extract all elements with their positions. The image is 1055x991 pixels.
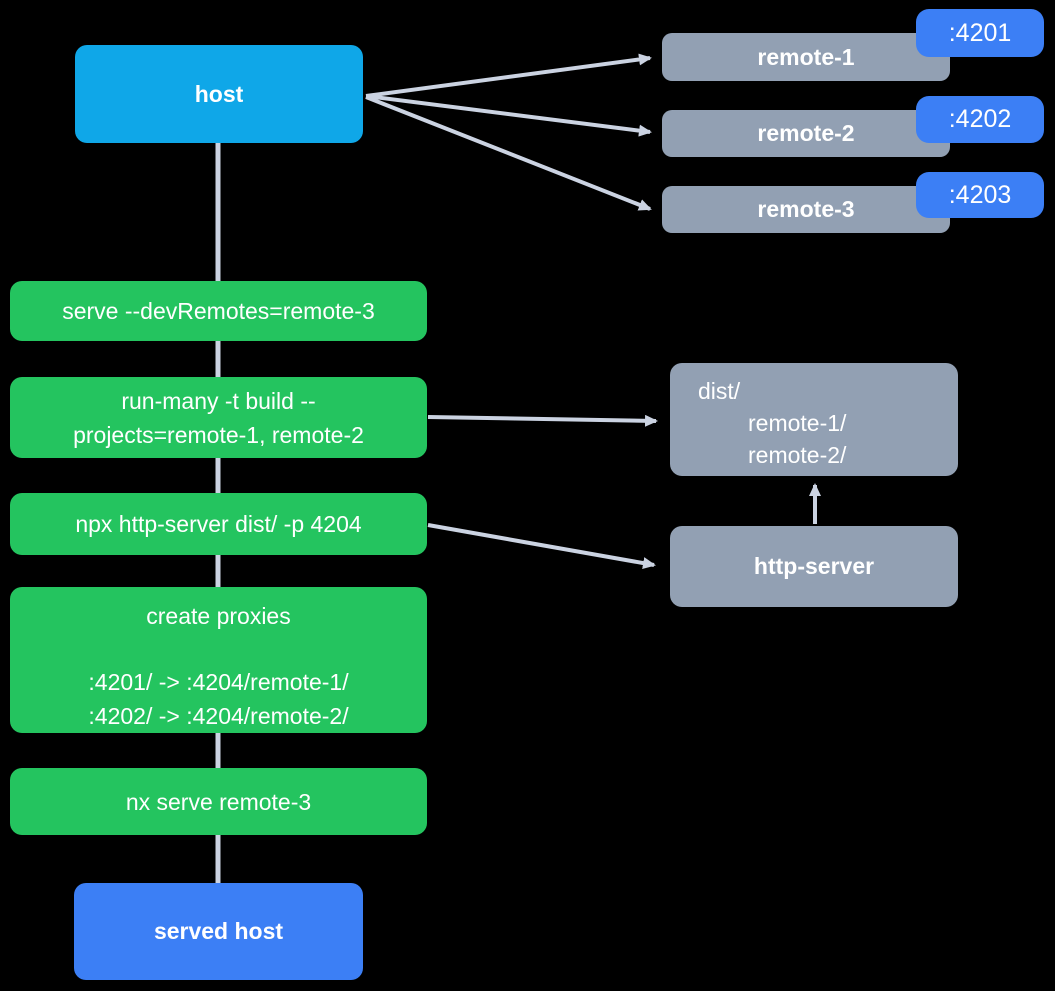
arrow-build-to-dist: [427, 414, 658, 427]
step-http-label: npx http-server dist/ -p 4204: [75, 511, 362, 537]
remote-3-label: remote-3: [757, 196, 855, 222]
arrow-host-to-remote-3: [365, 95, 652, 211]
port-badge-4203: :4203: [916, 172, 1044, 218]
step-create-proxies: create proxies :4201/ -> :4204/remote-1/…: [10, 587, 427, 733]
dist-remote-1-label: remote-1/: [748, 410, 847, 436]
step-npx-http-server: npx http-server dist/ -p 4204: [10, 493, 427, 555]
host-node: host: [75, 45, 363, 143]
arrow-npx-to-http-server: [427, 523, 656, 569]
step-serve-dev-remotes: serve --devRemotes=remote-3: [10, 281, 427, 341]
step-nx-serve-remote-3: nx serve remote-3: [10, 768, 427, 835]
host-label: host: [194, 80, 244, 107]
port-4201-label: :4201: [948, 18, 1012, 47]
step-serve-label: serve --devRemotes=remote-3: [62, 298, 375, 324]
port-badge-4201: :4201: [916, 9, 1044, 57]
step-serve-remote3-label: nx serve remote-3: [125, 788, 312, 815]
remote-3-node: remote-3: [662, 186, 950, 233]
dist-folder-node: dist/ remote-1/ remote-2/: [670, 363, 958, 476]
proxy-mapping-2: :4202/ -> :4204/remote-2/: [88, 703, 349, 729]
arrow-host-to-remote-1: [365, 53, 652, 98]
step-build-line-2: projects=remote-1, remote-2: [73, 421, 364, 448]
port-badge-4202: :4202: [916, 96, 1044, 143]
arrow-host-to-remote-2: [365, 94, 652, 137]
proxy-mapping-1: :4201/ -> :4204/remote-1/: [88, 669, 349, 695]
remote-1-label: remote-1: [757, 43, 855, 70]
dist-remote-2-label: remote-2/: [748, 442, 847, 468]
create-proxies-title: create proxies: [146, 603, 291, 629]
step-run-many-build: run-many -t build -- projects=remote-1, …: [10, 377, 427, 458]
served-host-node: served host: [74, 883, 363, 980]
remote-2-node: remote-2: [662, 110, 950, 157]
served-host-label: served host: [153, 918, 284, 944]
http-server-node: http-server: [670, 526, 958, 607]
step-build-line-1: run-many -t build --: [121, 387, 316, 414]
http-server-label: http-server: [753, 553, 875, 579]
remote-1-node: remote-1: [662, 33, 950, 81]
port-4203-label: :4203: [948, 180, 1012, 209]
dist-root-label: dist/: [698, 378, 741, 404]
port-4202-label: :4202: [948, 105, 1012, 133]
remote-2-label: remote-2: [757, 120, 855, 146]
